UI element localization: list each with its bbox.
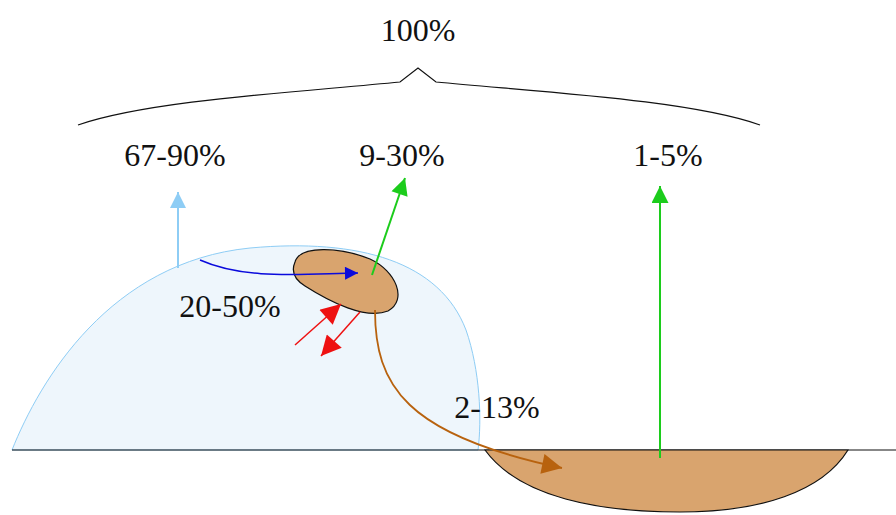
brace xyxy=(78,68,760,125)
exchange-arrow xyxy=(321,312,360,356)
debris-body xyxy=(293,250,398,314)
percentage-label: 9-30% xyxy=(359,139,444,171)
percentage-label: 1-5% xyxy=(633,139,702,171)
ice-dome xyxy=(12,246,480,450)
sediment-basin xyxy=(485,450,848,512)
percentage-label: 20-50% xyxy=(179,290,280,322)
exchange-arrow xyxy=(295,304,341,345)
flux-arrow xyxy=(372,178,405,275)
flux-arrow xyxy=(375,310,562,468)
percentage-label: 67-90% xyxy=(124,139,225,171)
flux-arrow xyxy=(659,186,661,458)
percentage-label: 2-13% xyxy=(454,391,539,423)
percentage-label: 100% xyxy=(381,14,456,46)
flux-arrow xyxy=(200,260,358,275)
flux-arrow xyxy=(177,192,179,268)
